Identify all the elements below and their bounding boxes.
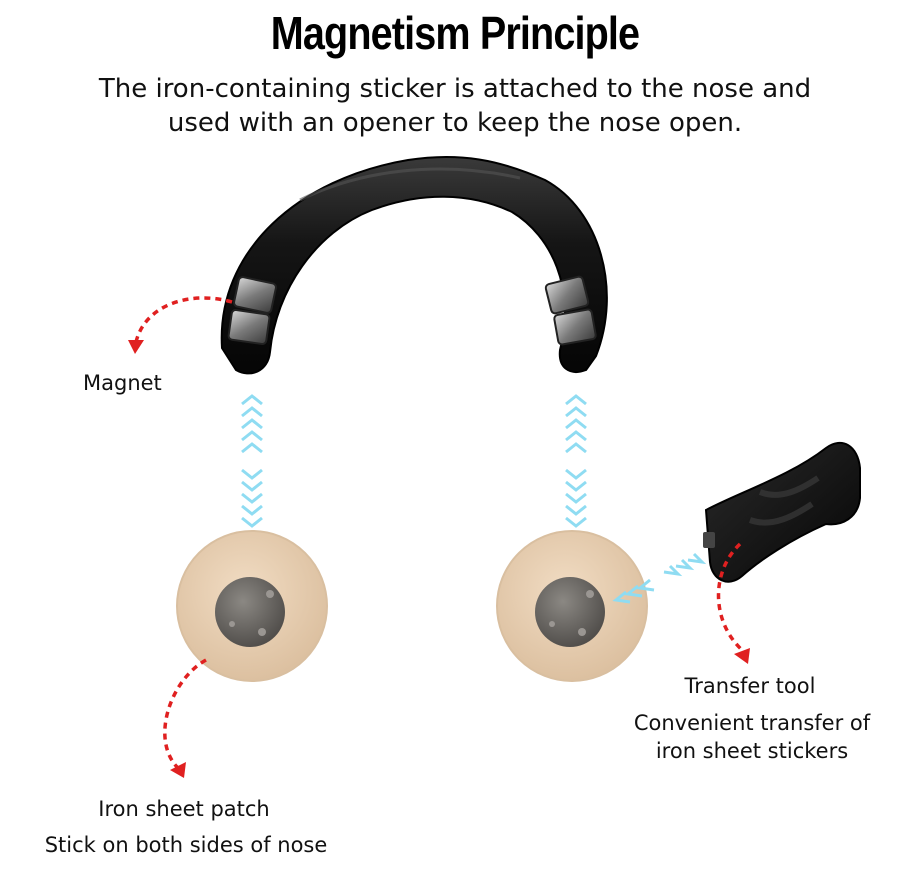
subtitle: The iron-containing sticker is attached … — [40, 72, 870, 140]
magnetic-force-indicator-right — [565, 394, 587, 528]
transfer-tool — [703, 441, 861, 583]
transfer-tool-label: Transfer tool — [684, 674, 816, 698]
subtitle-line-1: The iron-containing sticker is attached … — [98, 74, 812, 104]
transfer-tool-description-line-2: iron sheet stickers — [655, 739, 849, 763]
subtitle-line-2: used with an opener to keep the nose ope… — [167, 108, 743, 138]
page-title: Magnetism Principle — [270, 7, 640, 59]
transfer-force-indicator — [612, 552, 707, 604]
iron-patch-pointer-arrow — [163, 658, 207, 778]
transfer-tool-pointer-arrow — [716, 542, 750, 664]
nose-opener-device — [220, 155, 608, 375]
magnet-label: Magnet — [83, 371, 162, 395]
iron-patch-label: Iron sheet patch — [98, 797, 270, 821]
right-magnet — [544, 275, 597, 346]
right-iron-patch — [496, 530, 648, 682]
left-magnet — [227, 276, 277, 345]
iron-patch-description: Stick on both sides of nose — [44, 833, 328, 857]
left-iron-patch — [176, 530, 328, 682]
transfer-tool-description-line-1: Convenient transfer of — [633, 711, 871, 735]
magnetic-force-indicator-left — [241, 394, 263, 528]
magnet-pointer-arrow — [128, 296, 233, 354]
opener-band — [220, 155, 608, 375]
